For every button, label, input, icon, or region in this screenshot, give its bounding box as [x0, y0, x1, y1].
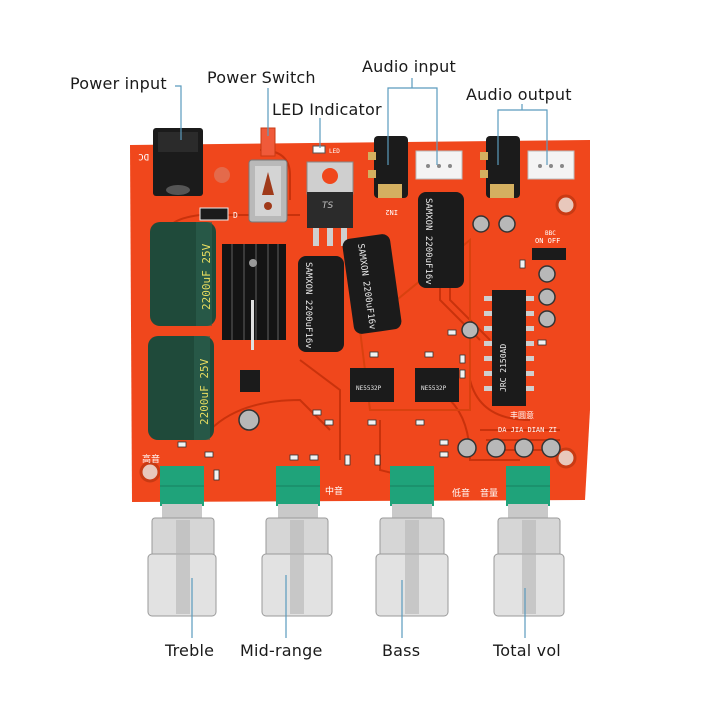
- svg-text:ON OFF: ON OFF: [535, 237, 560, 245]
- svg-text:D: D: [233, 211, 238, 220]
- svg-text:JRC 2150AD: JRC 2150AD: [499, 344, 508, 392]
- svg-text:BBC: BBC: [545, 230, 556, 237]
- dc-power-jack[interactable]: DC: [138, 128, 203, 196]
- mounting-hole: [139, 461, 161, 483]
- capacitor-samxon-3: SAMXON 2200uF16v: [418, 192, 464, 288]
- smd-components: [177, 259, 547, 481]
- svg-text:NE5532P: NE5532P: [356, 385, 382, 392]
- brand-pinyin: DA JIA DIAN ZI: [498, 426, 557, 434]
- svg-text:DC: DC: [138, 151, 149, 161]
- mounting-hole: [555, 194, 577, 216]
- bbe-jumper[interactable]: BBC ON OFF: [532, 230, 566, 260]
- knob-treble[interactable]: [147, 517, 217, 617]
- callout-lines: [175, 78, 548, 638]
- svg-text:LED: LED: [329, 148, 340, 155]
- led-indicator: LED: [312, 145, 340, 155]
- audio-output-jack[interactable]: [480, 136, 520, 198]
- pot-treble[interactable]: [160, 466, 204, 520]
- small-ic: [240, 370, 260, 392]
- vol-cn: 音量: [480, 487, 498, 499]
- label-power-switch: Power Switch: [207, 68, 316, 87]
- treble-cn: 高音: [142, 453, 160, 465]
- label-mid-range: Mid-range: [240, 641, 323, 660]
- svg-text:NE5532P: NE5532P: [421, 385, 447, 392]
- voltage-regulator: TS: [306, 161, 354, 246]
- label-bass: Bass: [382, 641, 421, 660]
- label-total-vol: Total vol: [493, 641, 561, 660]
- svg-text:2200uF 25V: 2200uF 25V: [198, 358, 211, 425]
- svg-text:SAMXON 2200uF16v: SAMXON 2200uF16v: [303, 262, 313, 349]
- small-capacitors: [238, 215, 561, 458]
- label-audio-output: Audio output: [466, 85, 572, 104]
- svg-text:2200uF 25V: 2200uF 25V: [200, 243, 213, 310]
- brand-cn: 丰圆意: [510, 410, 534, 420]
- mid-cn: 中音: [325, 485, 343, 497]
- pot-mid-range[interactable]: [276, 466, 320, 520]
- ic-jrc-2150: JRC 2150AD: [484, 290, 534, 406]
- capacitor-2200uf-top: 2200uF 25V: [150, 222, 216, 326]
- diode: D: [199, 207, 238, 221]
- capacitor-samxon-2: SAMXON 2200uF16v: [342, 234, 402, 334]
- svg-text:SAMXON 2200uF16v: SAMXON 2200uF16v: [423, 198, 433, 285]
- label-power-input: Power input: [70, 74, 167, 93]
- knob-total-vol[interactable]: [493, 517, 565, 617]
- svg-text:IN2: IN2: [385, 208, 398, 216]
- audio-input-connector[interactable]: IN2: [385, 150, 463, 216]
- callout-line-power-input: [175, 85, 182, 140]
- audio-output-connector[interactable]: [527, 150, 575, 180]
- label-led-indicator: LED Indicator: [272, 100, 382, 119]
- pot-bass[interactable]: [390, 466, 434, 520]
- pot-total-vol[interactable]: [506, 466, 550, 520]
- label-treble: Treble: [165, 641, 215, 660]
- knob-bass[interactable]: [375, 517, 449, 617]
- power-switch[interactable]: [248, 127, 288, 223]
- mounting-hole: [555, 447, 577, 469]
- mounting-hole: [214, 167, 230, 183]
- capacitor-samxon-1: SAMXON 2200uF16v: [298, 256, 344, 352]
- bass-cn: 低音: [452, 487, 470, 499]
- capacitor-2200uf-bottom: 2200uF 25V: [148, 336, 214, 440]
- opamp-ne5532p-1: NE5532P: [350, 368, 394, 402]
- audio-input-jack[interactable]: [368, 136, 408, 198]
- svg-text:TS: TS: [322, 201, 333, 211]
- heatsink: [222, 244, 286, 350]
- opamp-ne5532p-2: NE5532P: [415, 368, 459, 402]
- knob-mid-range[interactable]: [261, 517, 333, 617]
- label-audio-input: Audio input: [362, 57, 456, 76]
